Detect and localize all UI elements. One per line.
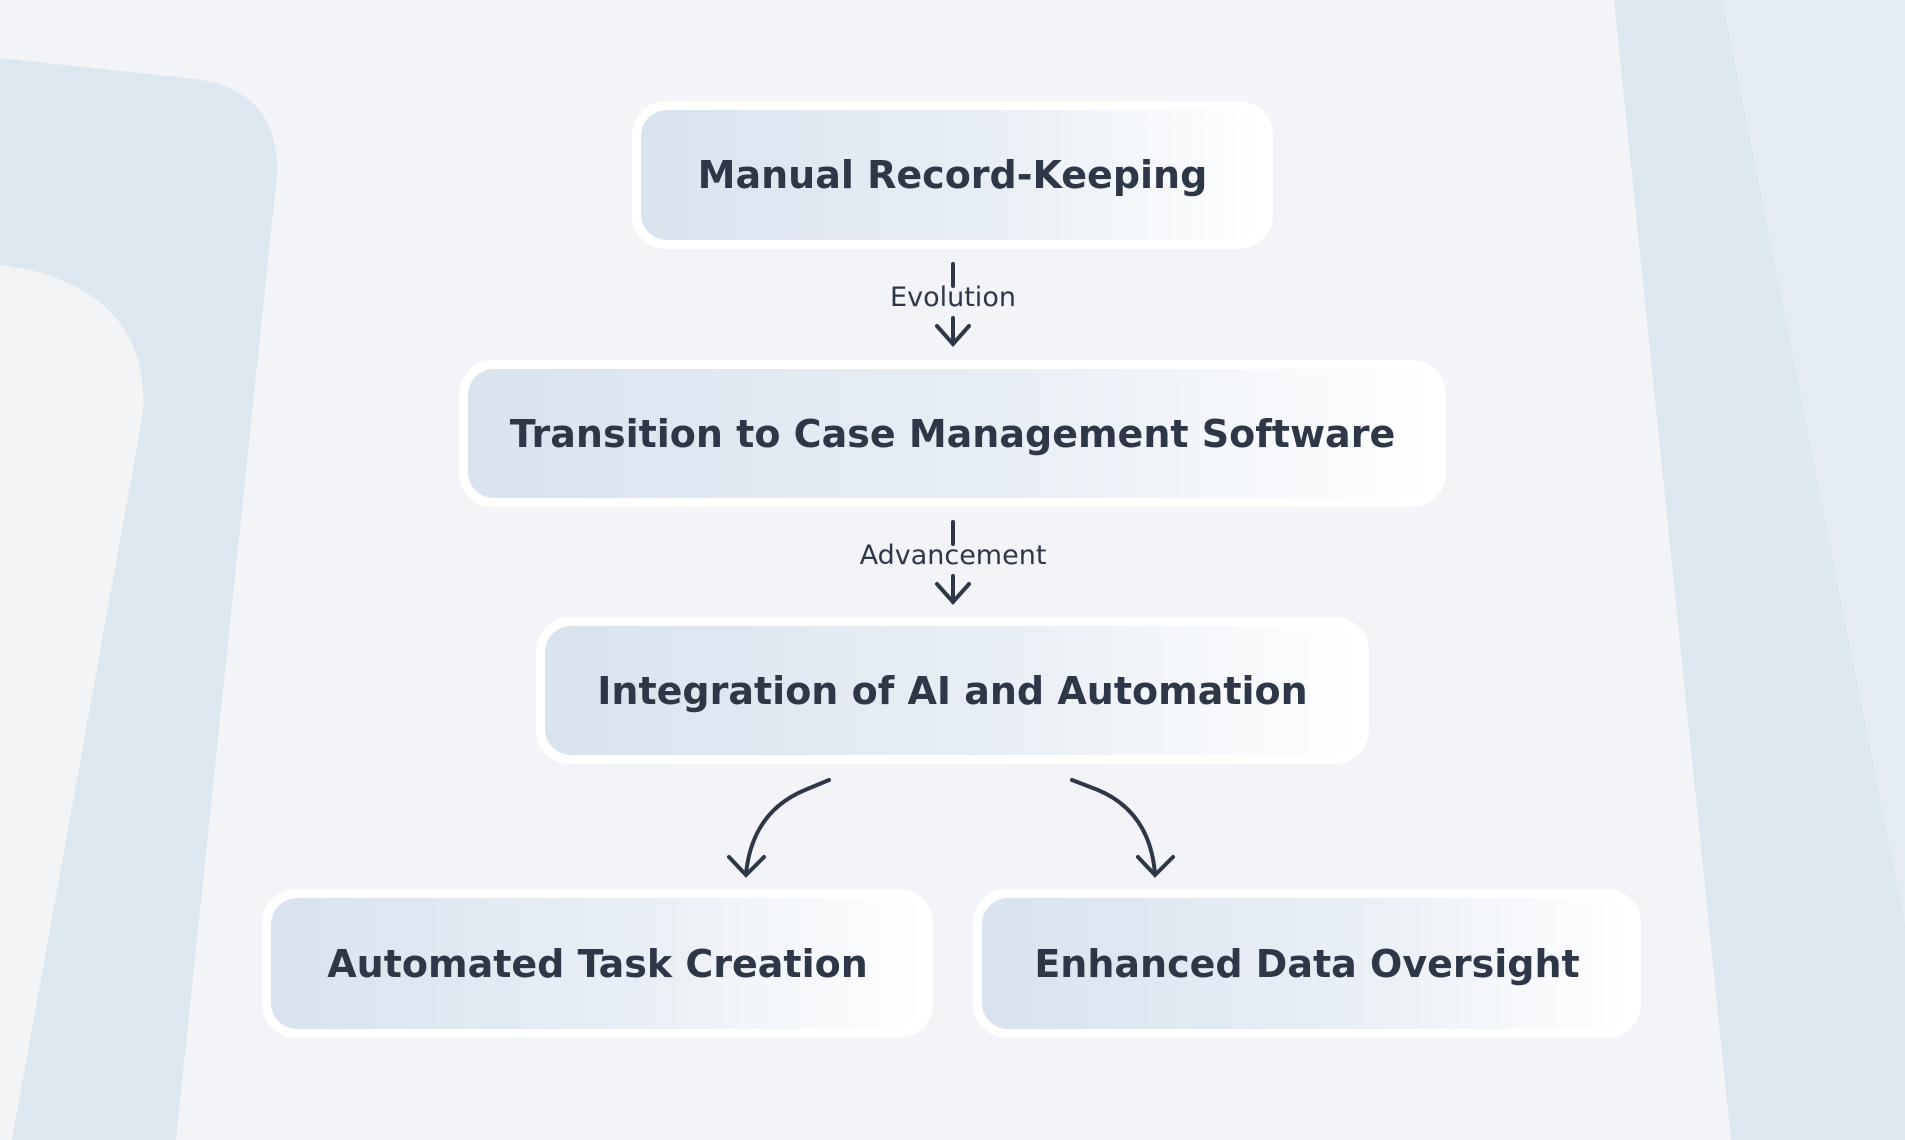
node-transition-software[interactable]: Transition to Case Management Software (459, 360, 1446, 507)
edge-to-enhanced (1070, 778, 1175, 878)
node-enhanced-data-oversight[interactable]: Enhanced Data Oversight (973, 889, 1641, 1038)
node-manual-record-keeping[interactable]: Manual Record-Keeping (632, 101, 1273, 249)
right-background-band (1614, 0, 1905, 1140)
edge-label-advancement: Advancement (859, 540, 1047, 571)
left-background-cutout (0, 265, 144, 1140)
right-background-band-light (1723, 0, 1905, 923)
node-automated-task-creation[interactable]: Automated Task Creation (262, 889, 933, 1038)
edge-evolution (935, 262, 971, 348)
arrowhead-icon (935, 324, 971, 348)
node-label: Integration of AI and Automation (545, 626, 1360, 755)
node-ai-integration[interactable]: Integration of AI and Automation (536, 617, 1369, 764)
arrowhead-icon (727, 855, 766, 878)
arrowhead-icon (935, 582, 971, 606)
arrowhead-icon (1136, 855, 1175, 878)
edge-label-evolution: Evolution (890, 282, 1016, 313)
node-label: Manual Record-Keeping (641, 110, 1264, 240)
node-label: Automated Task Creation (271, 898, 924, 1029)
node-label: Enhanced Data Oversight (982, 898, 1632, 1029)
edge-to-automated (727, 778, 831, 878)
edge-advancement (935, 520, 971, 606)
node-label: Transition to Case Management Software (468, 369, 1437, 498)
